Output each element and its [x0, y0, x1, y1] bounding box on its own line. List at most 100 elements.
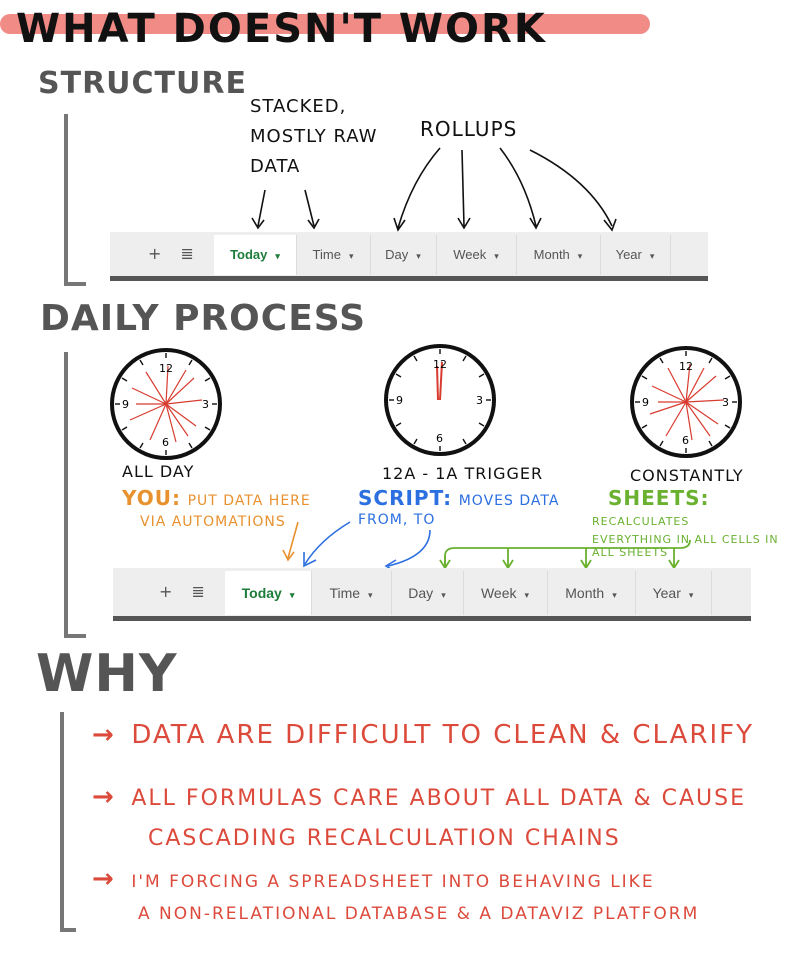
tabbar-icons: + ≣ [148, 244, 208, 263]
note-stacked-line-3: data [250, 156, 301, 177]
tab-today[interactable]: Today▾ [225, 571, 312, 615]
tab-month-label: Month [565, 585, 605, 601]
clock-caption-constantly: Constantly [630, 466, 744, 485]
tab-time-label: Time [312, 247, 341, 262]
clock-face-icon: 12 3 6 9 [110, 348, 222, 460]
actor-you-desc-1: Put data here [187, 493, 311, 509]
tab-year[interactable]: Year ▾ [635, 571, 712, 615]
tab-week[interactable]: Week ▾ [436, 235, 517, 275]
tab-month-label: Month [533, 247, 570, 262]
note-stacked-line-1: Stacked, [250, 96, 347, 117]
daily-bracket [64, 352, 86, 638]
chevron-down-icon: ▾ [441, 590, 446, 600]
tab-week-label: Week [453, 247, 487, 262]
why-item-2-line-2: cascading recalculation chains [148, 826, 621, 851]
note-stacked: Stacked, Mostly raw data [250, 92, 377, 182]
why-item-2: → All formulas care about all data & cau… [92, 782, 796, 851]
clock-numeral: 3 [722, 396, 729, 409]
clock-numeral: 12 [433, 358, 447, 371]
all-sheets-icon[interactable]: ≣ [180, 244, 194, 263]
actor-script-desc-1: moves data [458, 493, 560, 509]
chevron-down-icon: ▾ [649, 251, 655, 261]
chevron-down-icon: ▾ [494, 251, 499, 261]
clock-numeral: 9 [122, 398, 129, 411]
clock-numeral: 9 [396, 394, 403, 407]
section-why-heading: Why [36, 644, 178, 704]
why-item-3-line-1: I'm forcing a spreadsheet into behaving … [131, 872, 655, 892]
actor-sheets: Sheets: recalculates everything in all c… [592, 486, 800, 559]
clock-numeral: 3 [202, 398, 209, 411]
clock-face-icon: 12 3 6 9 [630, 346, 742, 458]
why-item-3-line-2: a non-relational database & a dataviz pl… [138, 904, 700, 924]
actor-sheets-desc-1: recalculates [592, 515, 690, 528]
tab-day-label: Day [385, 247, 409, 262]
tab-day[interactable]: Day ▾ [370, 235, 437, 275]
add-sheet-icon[interactable]: + [159, 582, 173, 601]
actor-sheets-desc-2: everything in all cells in [592, 533, 779, 546]
arrow-stacked-today [251, 189, 266, 230]
actor-you: You: Put data here via automations [122, 486, 311, 530]
actor-script-name: Script: [358, 486, 453, 510]
actor-script-desc-2: from, to [358, 512, 436, 528]
tab-day-label: Day [408, 585, 434, 601]
section-structure-heading: Structure [38, 66, 247, 101]
clock-numeral: 6 [682, 434, 689, 447]
arrow-rollups-year [529, 149, 617, 232]
title-highlight [0, 14, 650, 34]
you-arrow [282, 521, 299, 562]
why-bracket [60, 712, 76, 932]
actor-script: Script: moves data from, to [358, 486, 559, 528]
chevron-down-icon: ▾ [348, 251, 354, 261]
actor-you-desc-2: via automations [140, 514, 286, 530]
chevron-down-icon: ▾ [368, 590, 373, 600]
add-sheet-icon[interactable]: + [148, 244, 162, 263]
why-item-3: → I'm forcing a spreadsheet into behavin… [92, 864, 796, 924]
clock-caption-trigger: 12a - 1a Trigger [382, 464, 544, 483]
sheet-tabbar-daily: + ≣ Today▾ Time ▾ Day ▾ Week ▾ Month ▾ Year ▾ [113, 568, 751, 621]
tab-year[interactable]: Year▾ [600, 235, 671, 275]
tab-time[interactable]: Time ▾ [311, 571, 392, 615]
tab-month[interactable]: Month ▾ [547, 571, 636, 615]
chevron-down-icon: ▾ [612, 590, 617, 600]
clock-all-day: 12 3 6 9 [106, 344, 226, 464]
why-item-1: → Data are difficult to clean & clarify [92, 720, 796, 750]
chevron-down-icon: ▾ [275, 251, 280, 261]
structure-arrows [251, 147, 617, 232]
arrow-right-icon: → [92, 782, 115, 812]
clock-numeral: 12 [679, 360, 693, 373]
tab-week[interactable]: Week ▾ [463, 571, 548, 615]
tab-time-label: Time [329, 585, 361, 601]
tab-time[interactable]: Time ▾ [296, 235, 371, 275]
chevron-down-icon: ▾ [524, 590, 530, 600]
actor-you-name: You: [122, 486, 182, 510]
all-sheets-icon[interactable]: ≣ [191, 582, 205, 601]
tab-today[interactable]: Today ▾ [214, 235, 297, 275]
arrow-rollups-month [499, 147, 542, 230]
actor-sheets-desc-3: all sheets [592, 546, 669, 559]
tab-day[interactable]: Day ▾ [391, 571, 464, 615]
tab-month[interactable]: Month▾ [516, 235, 601, 275]
tabbar-icons: + ≣ [159, 582, 219, 601]
arrow-rollups-week [457, 149, 471, 230]
clock-numeral: 12 [159, 362, 173, 375]
chevron-down-icon: ▾ [416, 251, 421, 261]
chevron-down-icon: ▾ [688, 590, 694, 600]
sheets-arrows [439, 539, 691, 570]
note-stacked-line-2: Mostly raw [250, 126, 378, 147]
tab-year-label: Year [652, 585, 681, 601]
why-item-2-line-1: All formulas care about all data & cause [131, 786, 746, 811]
chevron-down-icon: ▾ [289, 590, 295, 600]
tab-week-label: Week [480, 585, 517, 601]
clock-numeral: 3 [476, 394, 483, 407]
clock-trigger: 12 3 6 9 [380, 340, 500, 460]
section-daily-heading: Daily Process [40, 298, 367, 339]
structure-bracket [64, 114, 86, 286]
clock-face-icon: 12 3 6 9 [384, 344, 496, 456]
tab-today-label: Today [230, 247, 268, 262]
arrow-right-icon: → [92, 864, 115, 894]
page-title: What doesn't work [16, 6, 547, 52]
arrow-rollups-day [393, 147, 441, 232]
note-rollups: Rollups [420, 117, 518, 141]
clock-constantly: 12 3 6 9 [626, 342, 746, 462]
